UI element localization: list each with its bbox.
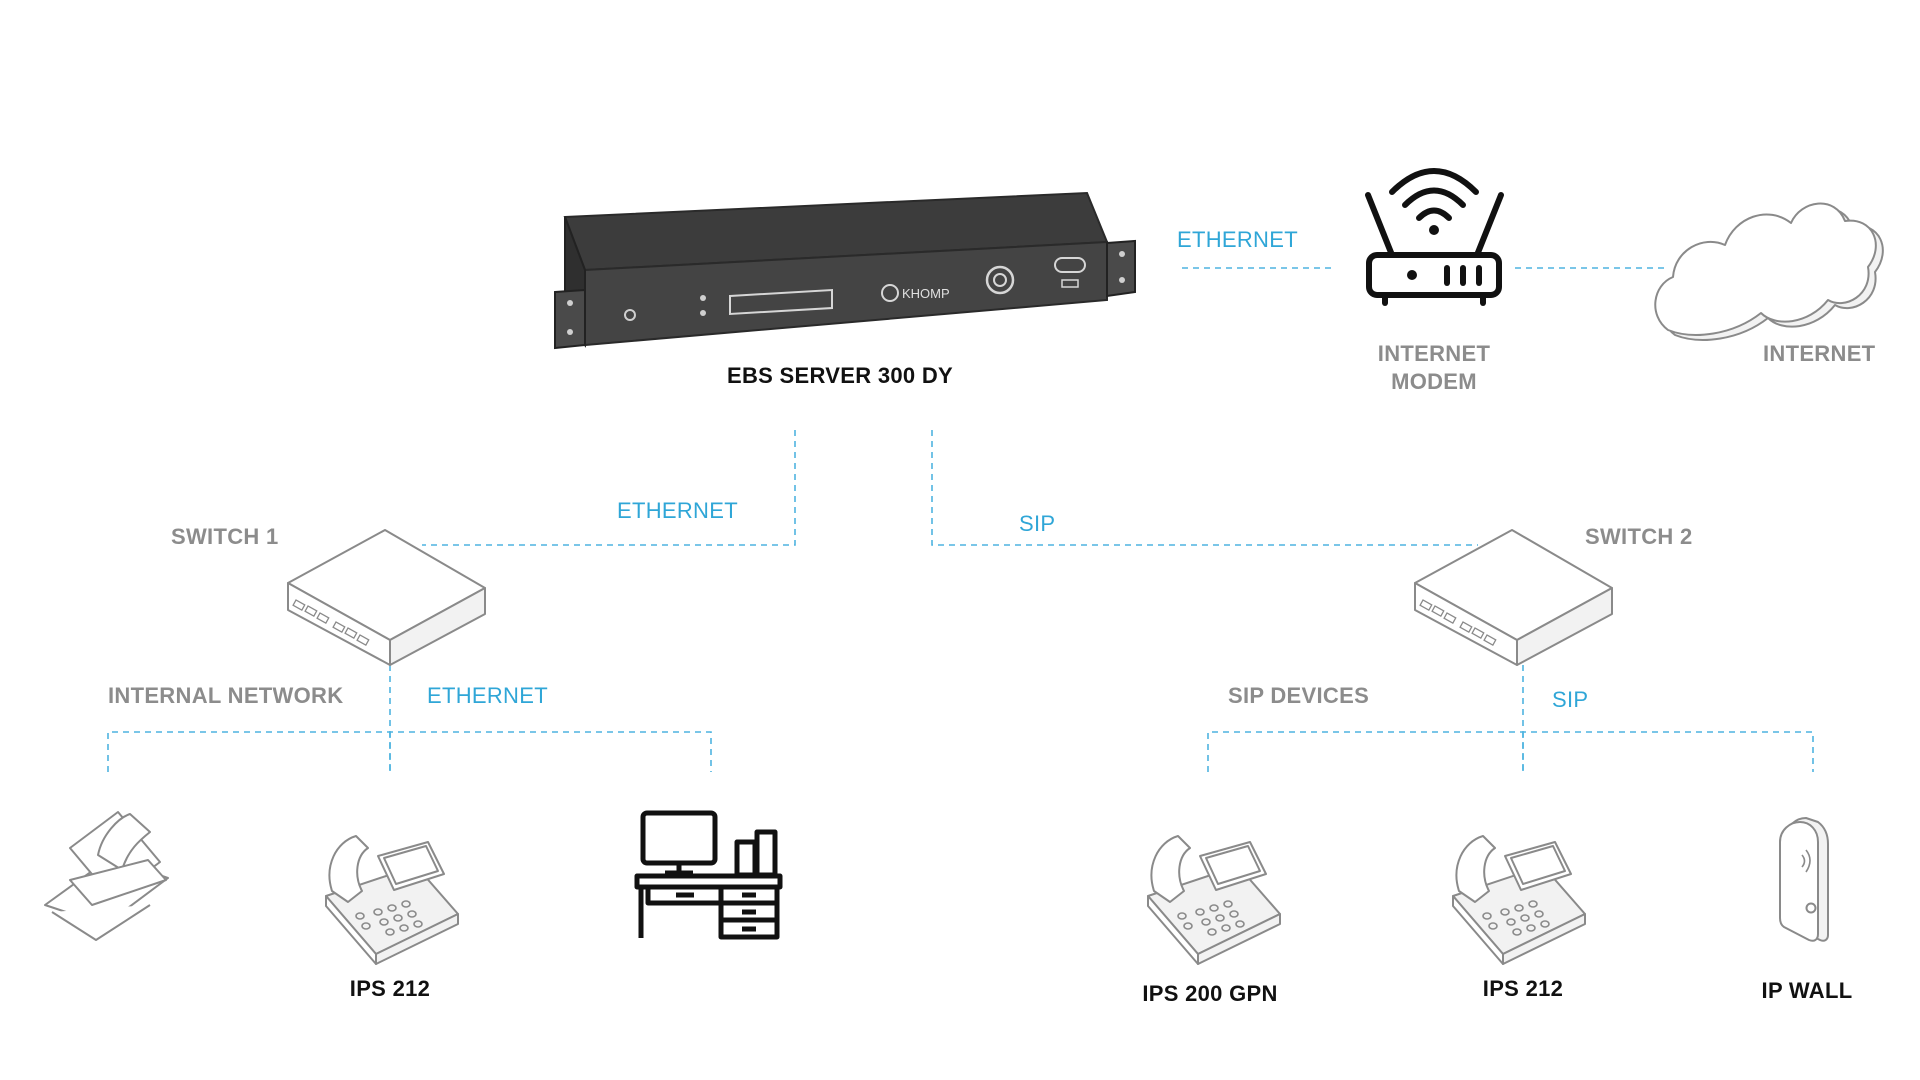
link-label-server-modem: ETHERNET <box>1177 227 1298 252</box>
bus-sip-devices <box>1207 731 1814 772</box>
printer-icon <box>44 811 169 941</box>
device-label-ips212-right: IPS 212 <box>1482 976 1564 1001</box>
server-icon: KHOMP <box>554 191 1136 350</box>
device-label-ipwall: IP WALL <box>1761 978 1853 1003</box>
svg-text:KHOMP: KHOMP <box>902 286 950 301</box>
switch2-label: SWITCH 2 <box>1585 524 1693 549</box>
internet-label: INTERNET <box>1763 341 1876 366</box>
link-label-switch2-devices: SIP <box>1552 687 1589 712</box>
group-label-internal-network: INTERNAL NETWORK <box>108 683 344 708</box>
cloud-icon <box>1654 202 1884 341</box>
server-label: EBS SERVER 300 DY <box>726 363 953 388</box>
modem-label-line1: INTERNET <box>1377 341 1491 366</box>
switch1-icon <box>287 529 486 666</box>
desk-computer-icon <box>634 810 783 940</box>
link-label-switch1-devices: ETHERNET <box>427 683 548 708</box>
router-icon <box>1365 168 1504 306</box>
bus-internal-network <box>107 731 712 772</box>
link-server-switch2 <box>931 430 1478 546</box>
intercom-icon <box>1779 817 1829 942</box>
switch2-icon <box>1414 529 1613 666</box>
link-label-server-switch2: SIP <box>1019 511 1056 536</box>
switch1-label: SWITCH 1 <box>171 524 279 549</box>
modem-label-line2: MODEM <box>1391 369 1477 394</box>
connection-lines <box>107 267 1814 772</box>
device-label-ips212-left: IPS 212 <box>349 976 431 1001</box>
link-label-server-switch1: ETHERNET <box>617 498 738 523</box>
ips200gpn-phone-icon <box>1147 835 1281 965</box>
link-server-switch1 <box>422 430 796 546</box>
ips212-right-phone-icon <box>1452 835 1586 965</box>
modem-label: INTERNET MODEM <box>1350 340 1518 396</box>
group-label-sip-devices: SIP DEVICES <box>1228 683 1370 708</box>
ips212-left-phone-icon <box>325 835 459 965</box>
device-label-ips200gpn: IPS 200 GPN <box>1142 981 1278 1006</box>
